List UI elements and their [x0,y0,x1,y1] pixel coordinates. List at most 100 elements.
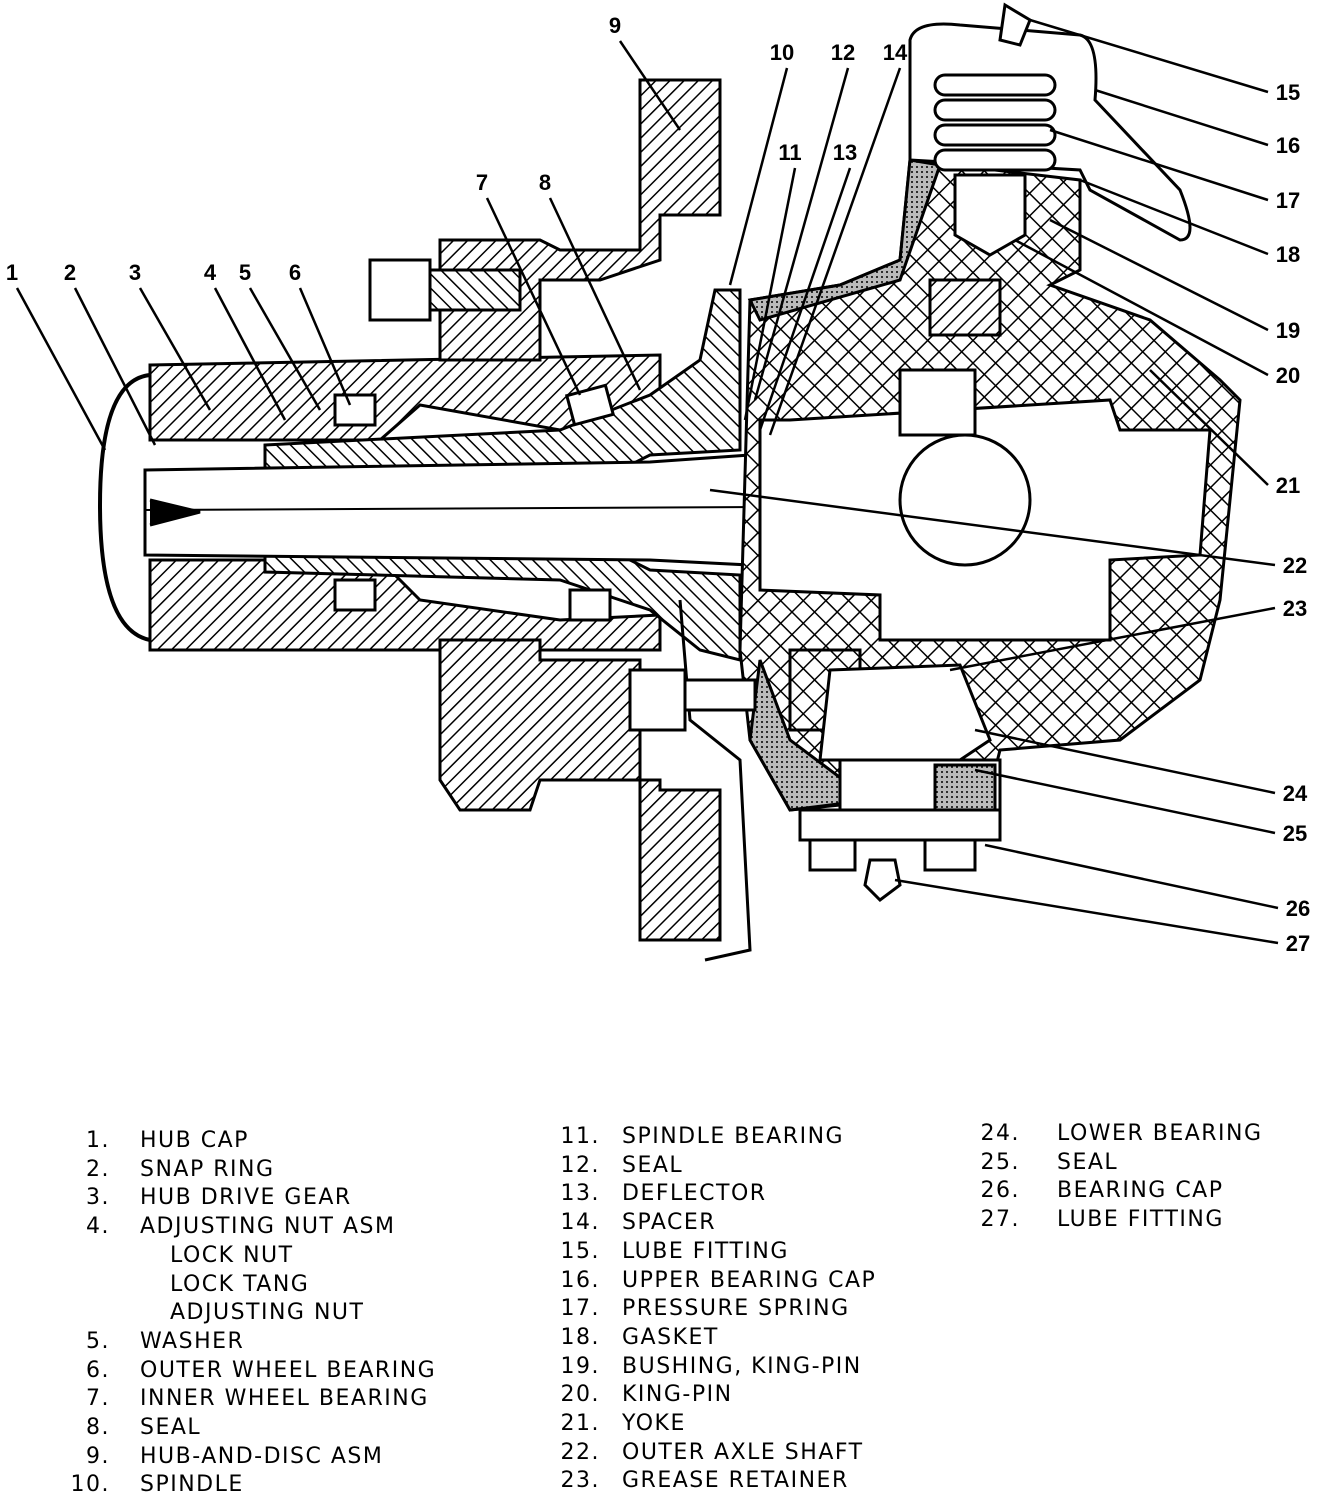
leader-line-16 [1094,88,1269,147]
lower-bearing-cap [788,648,1002,902]
callout-18: 18 [1276,242,1300,267]
leader-line-11 [743,167,797,421]
legend-part-name: LOCK NUT [170,1242,294,1268]
legend-part-name: SNAP RING [140,1156,275,1182]
legend-part-name: GREASE RETAINER [622,1468,849,1494]
callout-23: 23 [1283,596,1307,621]
legend-number: 25. [980,1149,1020,1175]
upper-lube-fitting [998,2,1032,47]
legend-part-name: HUB DRIVE GEAR [140,1185,352,1211]
leader-line-17 [1049,128,1269,202]
legend-part-name: BUSHING, KING-PIN [622,1353,862,1379]
callout-25: 25 [1283,821,1307,846]
wheel-stud [368,258,522,322]
callout-14: 14 [883,40,908,65]
brake-shield [628,599,757,962]
legend-number: 23. [560,1468,600,1494]
legend-part-name: SEAL [140,1415,202,1440]
legend-number: 12. [560,1152,600,1178]
lower-lube-fitting [863,858,902,902]
leader-line-12 [753,67,850,401]
legend-part-name: PRESSURE SPRING [622,1296,850,1322]
callout-4: 4 [204,260,217,285]
legend-number: 8. [86,1415,110,1440]
legend-number: 6. [86,1357,110,1383]
callout-6: 6 [289,260,301,285]
legend-part-name: WASHER [140,1328,245,1354]
callout-7: 7 [476,170,488,195]
legend-part-name: SEAL [1057,1149,1119,1175]
legend-part-name: SPINDLE BEARING [622,1124,845,1149]
callout-13: 13 [833,140,857,165]
bearings [333,383,616,622]
legend-part-name: UPPER BEARING CAP [622,1267,877,1293]
legend-part-name: HUB CAP [140,1128,249,1153]
leader-line-24 [974,728,1276,795]
leader-line-10 [728,67,789,286]
callout-3: 3 [129,260,141,285]
legend-part-name: LOCK TANG [170,1271,310,1297]
leader-line-15 [1029,18,1269,94]
leader-line-6 [298,287,352,406]
legend-number: 22. [560,1439,600,1465]
callout-10: 10 [770,40,794,65]
leader-line-20 [1014,238,1269,377]
upper-bearing-cap [908,2,1192,337]
leader-line-7 [485,197,582,396]
leader-line-2 [73,287,157,446]
leader-line-3 [138,287,212,411]
leader-line-26 [984,843,1279,910]
leader-line-27 [894,878,1279,945]
legend-part-name: DEFLECTOR [622,1181,767,1207]
callout-5: 5 [239,260,251,285]
legend-part-name: ADJUSTING NUT [170,1300,365,1326]
leader-line-1 [15,287,107,451]
leader-line-23 [949,606,1276,672]
callout-17: 17 [1276,188,1300,213]
callout-24: 24 [1283,781,1308,806]
legend-number: 16. [560,1267,600,1293]
callout-1: 1 [6,260,18,285]
legend-part-name: INNER WHEEL BEARING [140,1386,429,1412]
legend-number: 17. [560,1296,600,1322]
legend-part-name: YOKE [622,1411,686,1436]
legend-part-name: SPINDLE [140,1472,244,1498]
legend-number: 14. [560,1210,600,1236]
legend-part-name: OUTER WHEEL BEARING [140,1357,437,1383]
callout-19: 19 [1276,318,1300,343]
leader-line-18 [1079,178,1269,256]
legend-number: 5. [86,1328,110,1354]
legend-part-name: LUBE FITTING [622,1238,789,1264]
legend-number: 3. [86,1185,110,1211]
leader-line-22 [709,488,1276,567]
callout-9: 9 [609,13,621,38]
callout-11: 11 [778,140,801,165]
steering-knuckle [738,158,1242,812]
legend-number: 15. [560,1238,600,1264]
legend-part-name: LOWER BEARING [1057,1121,1263,1146]
leader-line-19 [1049,218,1269,332]
leader-line-25 [974,768,1276,835]
legend-part-name: SEAL [622,1152,684,1178]
callout-15: 15 [1276,80,1300,105]
callout-27: 27 [1286,931,1310,956]
leader-line-8 [548,197,642,391]
callout-22: 22 [1283,553,1307,578]
leader-line-4 [213,287,287,421]
callout-8: 8 [539,170,551,195]
callout-2: 2 [64,260,76,285]
callout-26: 26 [1286,896,1310,921]
legend-number: 7. [86,1386,110,1412]
legend-number: 4. [86,1214,110,1240]
leader-line-5 [248,287,322,411]
legend-number: 2. [86,1156,110,1182]
legend-number: 20. [560,1382,600,1408]
leader-line-9 [618,40,682,131]
legend-part-name: SPACER [622,1210,717,1236]
legend-number: 19. [560,1353,600,1379]
callout-21: 21 [1276,473,1300,498]
legend-number: 9. [86,1443,110,1469]
legend-number: 21. [560,1411,600,1436]
